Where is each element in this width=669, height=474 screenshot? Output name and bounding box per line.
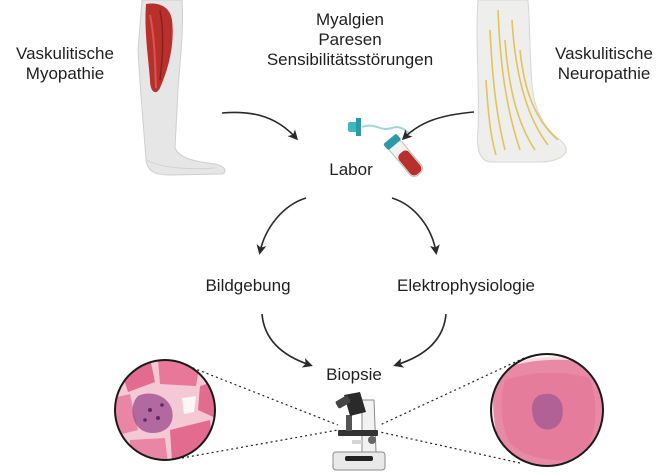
symptom-myalgia: Myalgien [315, 10, 385, 29]
arrow-lab-to-electrophysiology [391, 197, 440, 255]
lab-label: Labor [329, 160, 373, 179]
arrow-neuropathy-to-lab [401, 111, 475, 141]
zoom-lines [181, 357, 525, 464]
symptom-paresis: Paresen [318, 30, 382, 49]
neuropathy-label: Vaskulitische Neuropathie [540, 44, 668, 84]
symptoms-label: Myalgien Paresen Sensibilitätsstörungen [230, 10, 470, 70]
arrow-lab-to-imaging [256, 197, 307, 255]
myopathy-label: Vaskulitische Myopathie [2, 44, 128, 84]
neuropathy-label-line1: Vaskulitische [555, 44, 653, 63]
biopsy-label: Biopsie [326, 365, 382, 384]
muscle-histology-icon [114, 359, 216, 461]
symptom-sensory: Sensibilitätsstörungen [266, 50, 434, 69]
arrow-electrophysiology-to-biopsy [393, 313, 447, 368]
microscope-icon [332, 392, 386, 471]
arrow-imaging-to-biopsy [261, 313, 313, 368]
imaging-label: Bildgebung [205, 276, 291, 295]
myopathy-label-line1: Vaskulitische [16, 44, 114, 63]
blood-tube-icon [348, 118, 423, 177]
foot-nerves-icon [476, 0, 567, 163]
arrow-myopathy-to-lab [221, 111, 299, 141]
electrophysiology-label: Elektrophysiologie [397, 276, 535, 295]
nerve-histology-icon [490, 353, 604, 467]
neuropathy-label-line2: Neuropathie [557, 64, 651, 83]
leg-muscle-icon [137, 0, 226, 176]
myopathy-label-line2: Myopathie [25, 64, 105, 83]
